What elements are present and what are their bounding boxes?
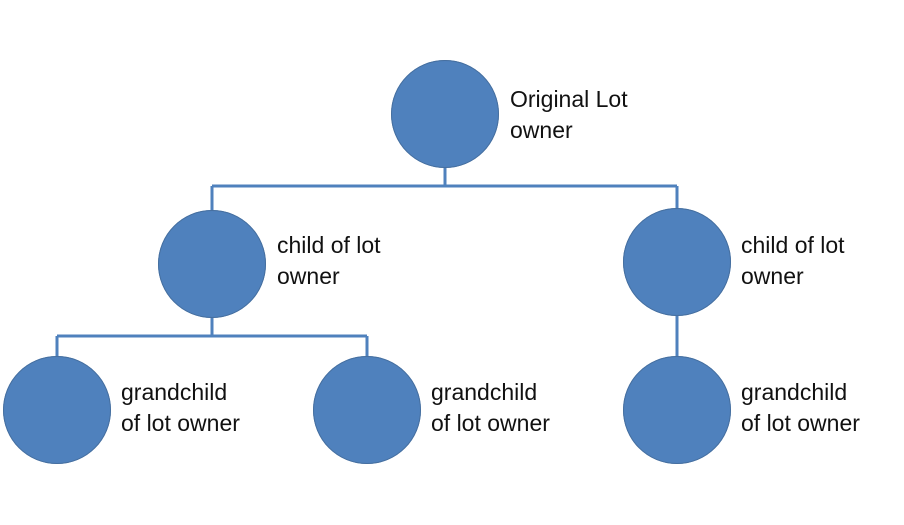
- node-child-2-label-line1: child of lot: [741, 232, 845, 258]
- node-grand-3-label-line1: grandchild: [741, 379, 848, 405]
- node-grand-2-label-line1: grandchild: [431, 379, 538, 405]
- node-child-1-label: child of lot owner: [277, 230, 381, 292]
- node-root-label-line1: Original Lot: [510, 86, 628, 112]
- node-child-2-label: child of lot owner: [741, 230, 845, 292]
- node-grand-3-label-line2: of lot owner: [741, 410, 860, 436]
- node-grand-2-circle: [313, 356, 421, 464]
- node-root-label: Original Lot owner: [510, 84, 628, 146]
- node-grand-1-label-line2: of lot owner: [121, 410, 240, 436]
- node-root-circle: [391, 60, 499, 168]
- node-child-1-label-line1: child of lot: [277, 232, 381, 258]
- node-child-1-label-line2: owner: [277, 263, 340, 289]
- node-grand-1-circle: [3, 356, 111, 464]
- node-grand-2-label-line2: of lot owner: [431, 410, 550, 436]
- node-child-2-circle: [623, 208, 731, 316]
- node-grand-3-circle: [623, 356, 731, 464]
- node-grand-3-label: grandchild of lot owner: [741, 377, 860, 439]
- node-child-1-circle: [158, 210, 266, 318]
- node-grand-1-label-line1: grandchild: [121, 379, 228, 405]
- node-grand-1-label: grandchild of lot owner: [121, 377, 240, 439]
- node-grand-2-label: grandchild of lot owner: [431, 377, 550, 439]
- node-child-2-label-line2: owner: [741, 263, 804, 289]
- node-root-label-line2: owner: [510, 117, 573, 143]
